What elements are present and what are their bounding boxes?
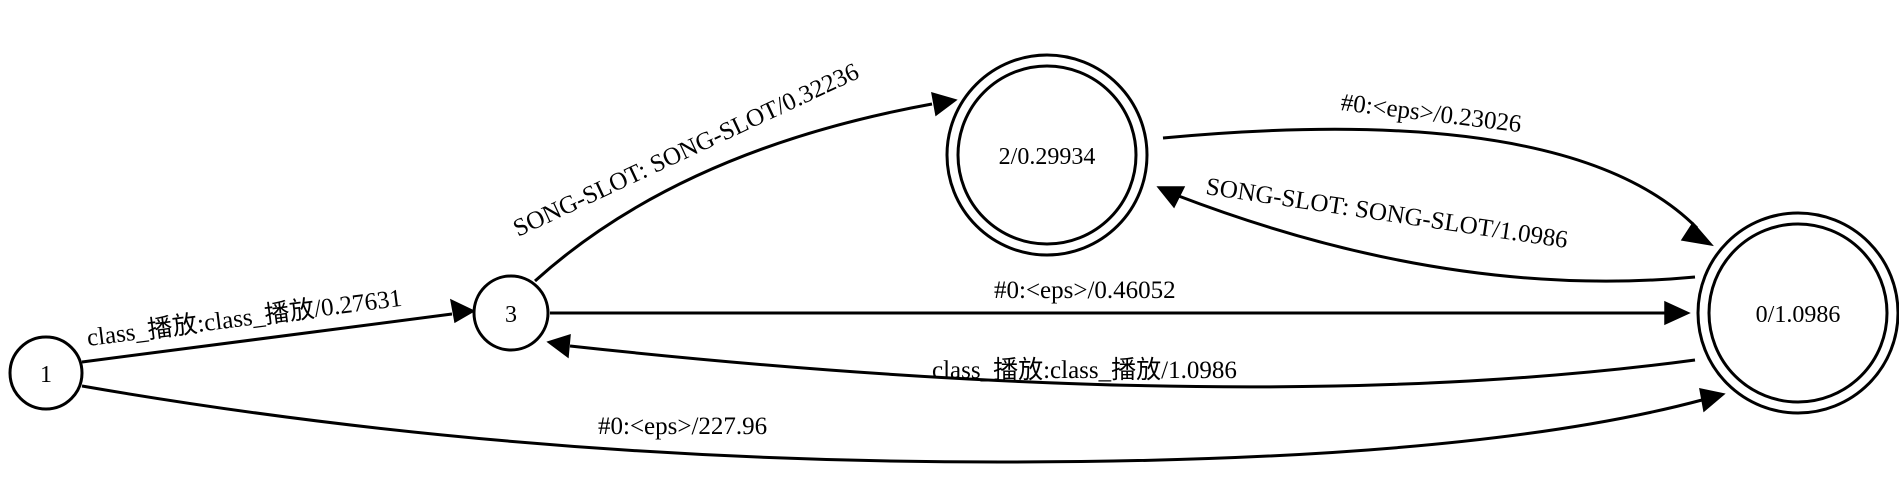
state-2-label: 2/0.29934 [999,144,1096,170]
arc-3-to-2-label: SONG-SLOT: SONG-SLOT/0.32236 [509,58,863,242]
arc-3-to-2: SONG-SLOT: SONG-SLOT/0.32236 [509,58,958,283]
arc-0-to-2-label: SONG-SLOT: SONG-SLOT/1.0986 [1204,173,1569,254]
state-2-final: 2/0.29934 [945,53,1149,257]
state-3-label: 3 [505,302,517,328]
state-0-final: 0/1.0986 [1696,211,1899,415]
arc-0-to-2: SONG-SLOT: SONG-SLOT/1.0986 [1156,173,1696,283]
arc-0-to-3-label: class_播放:class_播放/1.0986 [932,356,1237,384]
arc-1-to-3: class_播放:class_播放/0.27631 [81,284,476,364]
arc-3-to-0-label: #0:<eps>/0.46052 [994,277,1176,304]
state-1-label: 1 [40,362,52,388]
state-1: 1 [8,335,84,411]
arc-3-to-0: #0:<eps>/0.46052 [550,277,1691,326]
arc-1-to-0-label: #0:<eps>/227.96 [598,413,767,440]
state-3: 3 [472,274,550,352]
state-0-label: 0/1.0986 [1756,302,1841,328]
arc-0-to-3: class_播放:class_播放/1.0986 [546,333,1696,389]
arc-1-to-0: #0:<eps>/227.96 [81,384,1726,464]
